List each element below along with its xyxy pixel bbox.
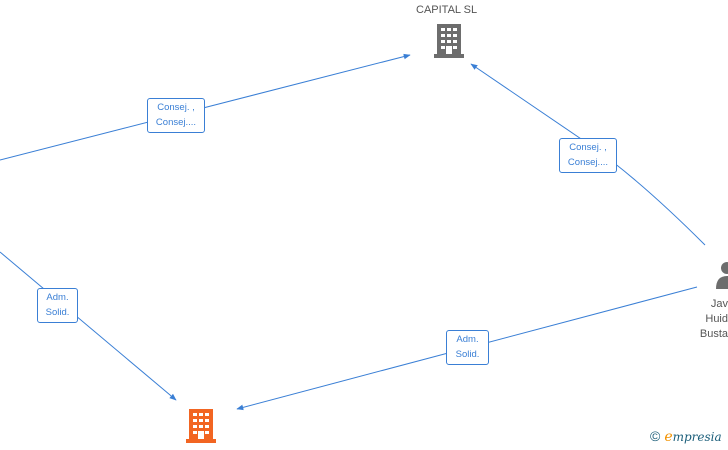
- edge-label-top-right[interactable]: Consej. , Consej....: [559, 138, 617, 173]
- brand-name: mpresia: [672, 430, 722, 444]
- edge-label-line: Consej....: [567, 157, 609, 168]
- edge-label-line: Consej. ,: [157, 102, 195, 113]
- empresia-logo: ©empresia: [650, 428, 722, 445]
- person-name-line: Jav: [710, 298, 728, 310]
- brand-first-letter: e: [664, 429, 673, 445]
- edge-label-line: Adm.: [456, 334, 479, 345]
- edge-label-line: Adm.: [46, 292, 69, 303]
- edge-label-bottom-right[interactable]: Adm. Solid.: [446, 330, 489, 365]
- person-name-line: Busta: [699, 328, 728, 340]
- person-icon[interactable]: [716, 262, 728, 289]
- edge-label-top-left[interactable]: Consej. , Consej....: [147, 98, 205, 133]
- edge-label-line: Consej....: [155, 117, 197, 128]
- edge-label-bottom-left[interactable]: Adm. Solid.: [37, 288, 78, 323]
- edge-line-top-left: [0, 53, 411, 161]
- building-icon[interactable]: [434, 24, 464, 58]
- edge-label-line: Solid.: [45, 307, 70, 318]
- building-icon[interactable]: [186, 409, 216, 443]
- edge-label-line: Solid.: [455, 349, 480, 360]
- edge-label-line: Consej. ,: [569, 142, 607, 153]
- person-name[interactable]: Jav Huid Busta: [696, 297, 728, 342]
- capital-company-label[interactable]: CAPITAL SL: [416, 4, 478, 16]
- person-name-line: Huid: [705, 313, 728, 325]
- copyright-symbol: ©: [650, 428, 661, 444]
- edge-line-bottom-left: [0, 251, 177, 401]
